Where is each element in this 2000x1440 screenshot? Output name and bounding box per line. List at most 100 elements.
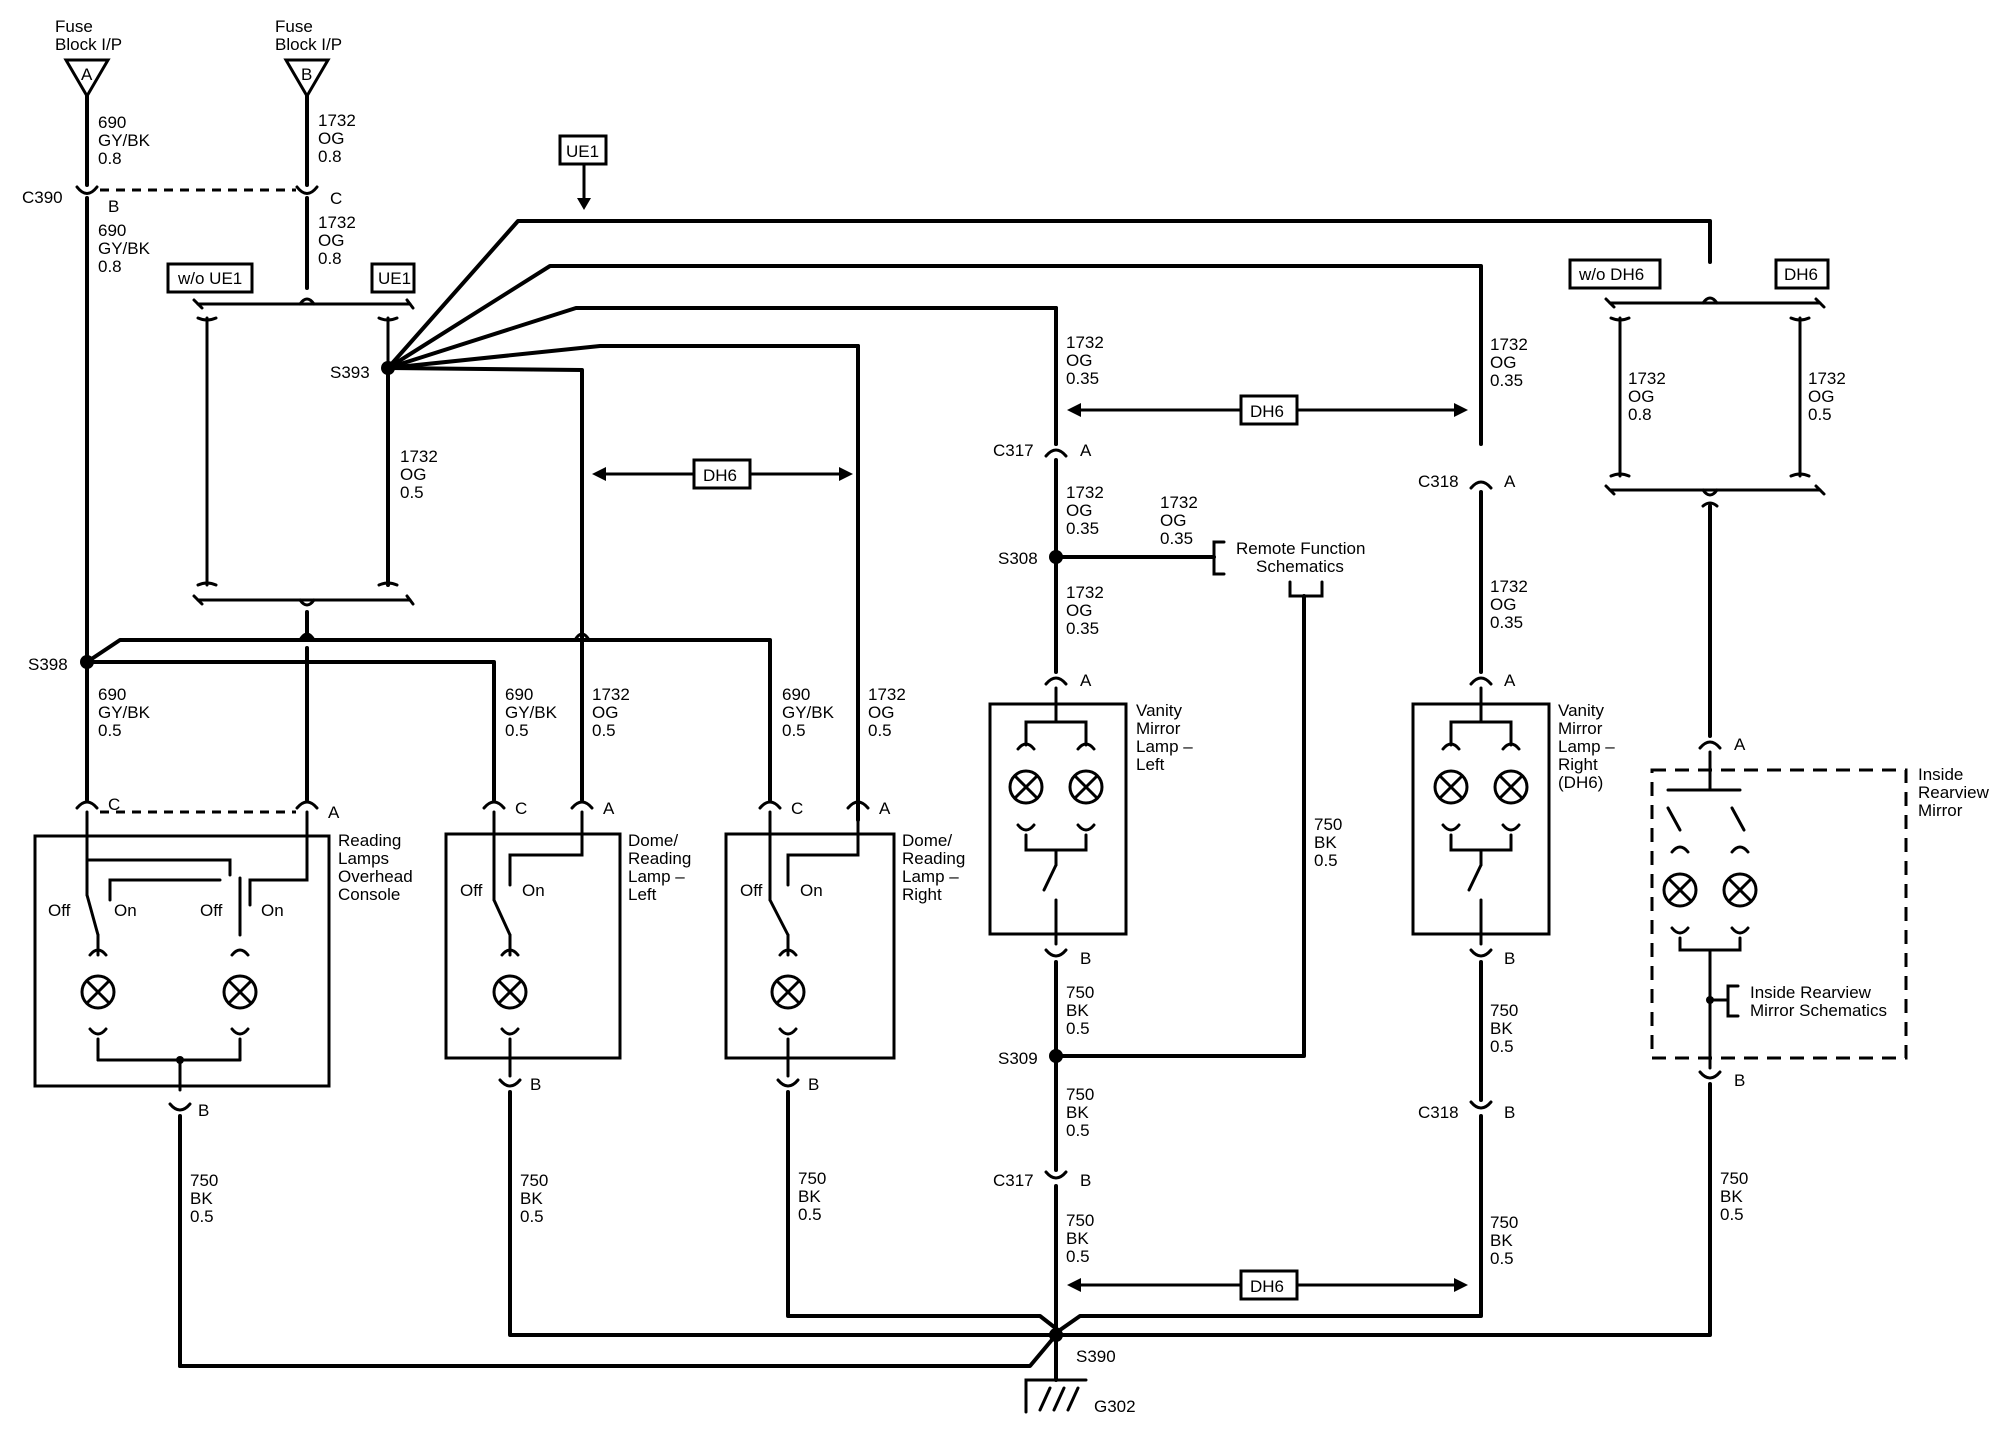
svg-text:OG: OG [868, 703, 894, 722]
svg-text:0.5: 0.5 [1490, 1249, 1514, 1268]
svg-text:w/o UE1: w/o UE1 [177, 269, 242, 288]
svg-text:B: B [1080, 1171, 1091, 1190]
svg-text:Left: Left [628, 885, 657, 904]
wire-label-1732-vl-low: 1732 OG 0.35 [1066, 583, 1104, 638]
splice-s309: S309 [998, 1049, 1063, 1068]
svg-text:B: B [198, 1101, 209, 1120]
svg-text:C: C [515, 799, 527, 818]
svg-text:Lamp –: Lamp – [1136, 737, 1193, 756]
splice-s308: S308 [998, 549, 1063, 568]
svg-text:OG: OG [318, 129, 344, 148]
svg-text:1732: 1732 [1490, 335, 1528, 354]
svg-text:BK: BK [190, 1189, 213, 1208]
wire-label-750-s309-down: 750 BK 0.5 [1066, 1085, 1094, 1140]
reading-lamps-label: Reading Lamps Overhead Console [338, 831, 413, 904]
wire-label-690-c390: 690 GY/BK 0.8 [98, 221, 151, 276]
svg-text:Inside: Inside [1918, 765, 1963, 784]
wire-label-1732-dome-left: 1732 OG 0.5 [592, 685, 630, 740]
svg-text:0.35: 0.35 [1160, 529, 1193, 548]
svg-text:690: 690 [98, 685, 126, 704]
svg-text:1732: 1732 [318, 213, 356, 232]
svg-text:BK: BK [1066, 1103, 1089, 1122]
svg-text:Dome/: Dome/ [902, 831, 952, 850]
svg-text:A: A [603, 799, 615, 818]
option-ue1-arrow: UE1 [558, 134, 608, 210]
wire-label-1732-remote: 1732 OG 0.35 [1160, 493, 1198, 548]
svg-text:B: B [108, 197, 119, 216]
svg-text:0.5: 0.5 [190, 1207, 214, 1226]
svg-text:BK: BK [1066, 1229, 1089, 1248]
svg-text:C: C [791, 799, 803, 818]
wire-label-690-dome-left: 690 GY/BK 0.5 [505, 685, 558, 740]
inside-rearview-mirror: A Inside Rearview Mirror Inside Rearview… [1650, 735, 1990, 1090]
connector-c317-a: C317 A [993, 441, 1092, 460]
vanity-left-label: Vanity Mirror Lamp – Left [1136, 701, 1193, 774]
svg-text:Lamps: Lamps [338, 849, 389, 868]
svg-text:1732: 1732 [1066, 483, 1104, 502]
svg-text:750: 750 [1720, 1169, 1748, 1188]
wire-label-1732-b: 1732 OG 0.8 [318, 111, 356, 166]
svg-text:Block I/P: Block I/P [55, 35, 122, 54]
svg-text:w/o DH6: w/o DH6 [1578, 265, 1644, 284]
option-bracket-dh6: w/o DH6 DH6 [1568, 258, 1830, 497]
svg-text:OG: OG [1066, 601, 1092, 620]
svg-text:0.35: 0.35 [1066, 619, 1099, 638]
svg-text:S398: S398 [28, 655, 68, 674]
svg-text:OG: OG [1490, 353, 1516, 372]
option-dh6-arrow-vanity: DH6 [1067, 394, 1468, 426]
svg-text:S390: S390 [1076, 1347, 1116, 1366]
svg-text:A: A [1080, 671, 1092, 690]
wire-label-1732-vl-mid: 1732 OG 0.35 [1066, 483, 1104, 538]
wire-label-750-c318: 750 BK 0.5 [1490, 1213, 1518, 1268]
svg-text:Off: Off [740, 881, 763, 900]
svg-text:BK: BK [1490, 1019, 1513, 1038]
splice-s393: S393 [330, 361, 395, 382]
svg-text:S393: S393 [330, 363, 370, 382]
wire-label-750-vr: 750 BK 0.5 [1490, 1001, 1518, 1056]
connector-c318-a: C318 A [1418, 472, 1516, 491]
inside-mirror-schematics-ref: Inside Rearview Mirror Schematics [1750, 983, 1887, 1020]
svg-text:0.5: 0.5 [1066, 1019, 1090, 1038]
svg-text:OG: OG [1628, 387, 1654, 406]
svg-text:Schematics: Schematics [1256, 557, 1344, 576]
wire-label-1732-vr-mid: 1732 OG 0.35 [1490, 577, 1528, 632]
svg-text:Lamp –: Lamp – [902, 867, 959, 886]
option-dh6-arrow-dome: DH6 [592, 458, 853, 490]
svg-text:690: 690 [782, 685, 810, 704]
svg-text:On: On [800, 881, 823, 900]
wire-label-750-dome-right: 750 BK 0.5 [798, 1169, 826, 1224]
svg-text:C317: C317 [993, 441, 1034, 460]
wire-label-750-c317: 750 BK 0.5 [1066, 1211, 1094, 1266]
svg-text:750: 750 [1066, 983, 1094, 1002]
svg-text:Overhead: Overhead [338, 867, 413, 886]
svg-text:Inside Rearview: Inside Rearview [1750, 983, 1872, 1002]
svg-text:1732: 1732 [1066, 333, 1104, 352]
svg-text:GY/BK: GY/BK [98, 703, 151, 722]
svg-text:0.35: 0.35 [1066, 369, 1099, 388]
svg-text:OG: OG [1808, 387, 1834, 406]
svg-text:B: B [1504, 949, 1515, 968]
svg-text:0.8: 0.8 [1628, 405, 1652, 424]
svg-text:A: A [1734, 735, 1746, 754]
svg-text:0.8: 0.8 [318, 249, 342, 268]
svg-text:GY/BK: GY/BK [98, 131, 151, 150]
svg-text:0.5: 0.5 [782, 721, 806, 740]
svg-text:C: C [108, 795, 120, 814]
svg-text:1732: 1732 [318, 111, 356, 130]
svg-text:0.5: 0.5 [1720, 1205, 1744, 1224]
svg-text:0.5: 0.5 [520, 1207, 544, 1226]
svg-text:UE1: UE1 [378, 269, 411, 288]
svg-text:Remote Function: Remote Function [1236, 539, 1365, 558]
dome-reading-lamp-right: C A Dome/ Reading Lamp – Right Off On B [724, 799, 965, 1094]
svg-text:0.35: 0.35 [1490, 371, 1523, 390]
svg-text:Off: Off [48, 901, 71, 920]
svg-text:OG: OG [592, 703, 618, 722]
svg-text:DH6: DH6 [1250, 402, 1284, 421]
svg-text:1732: 1732 [400, 447, 438, 466]
svg-text:A: A [1504, 472, 1516, 491]
reading-lamps-overhead-console: C A Reading Lamps Overhead Console Off O… [33, 795, 413, 1120]
svg-text:0.8: 0.8 [98, 257, 122, 276]
svg-text:B: B [530, 1075, 541, 1094]
svg-text:0.5: 0.5 [1490, 1037, 1514, 1056]
svg-text:B: B [1734, 1071, 1745, 1090]
